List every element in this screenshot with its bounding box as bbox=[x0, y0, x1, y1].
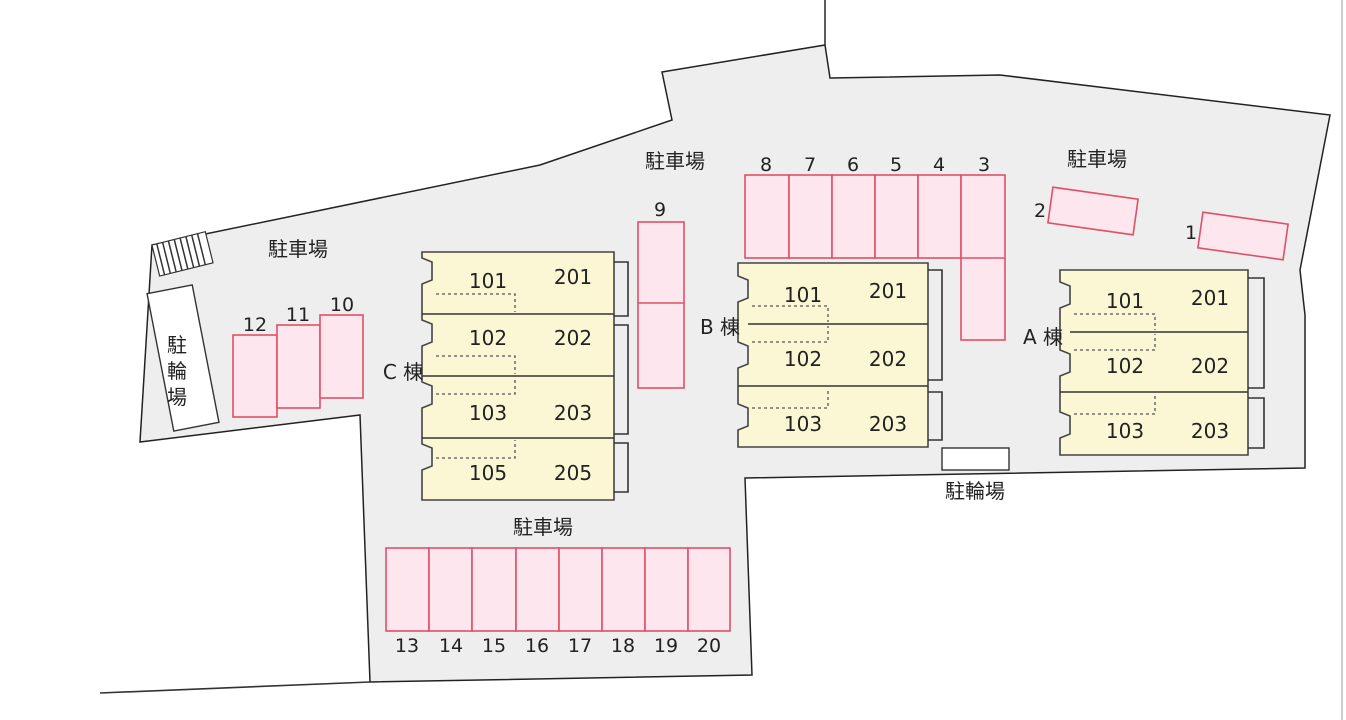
site-ground bbox=[139, 44, 1331, 683]
building-a-label: A 棟 bbox=[1023, 325, 1063, 349]
parking-label-left: 駐車場 bbox=[268, 237, 328, 261]
parking-label-right: 駐車場 bbox=[1067, 147, 1127, 171]
parking-space-19 bbox=[644, 547, 689, 632]
space-number: 1 bbox=[1185, 222, 1197, 244]
parking-left-row: 12 11 10 bbox=[232, 294, 364, 418]
parking-label-center: 駐車場 bbox=[645, 149, 705, 173]
parking-space-6 bbox=[831, 174, 876, 259]
bicycle-label-v2: 輪 bbox=[167, 359, 187, 383]
parking-space-20 bbox=[687, 547, 731, 632]
parking-space-10 bbox=[319, 314, 364, 399]
space-number: 17 bbox=[568, 635, 592, 657]
building-b-label: B 棟 bbox=[700, 315, 740, 339]
parking-space-5 bbox=[874, 174, 919, 259]
unit-a-103: 103 bbox=[1106, 419, 1144, 443]
space-number: 19 bbox=[654, 635, 678, 657]
building-a: 101 201 102 202 103 203 bbox=[1059, 269, 1265, 456]
parking-space-15 bbox=[471, 547, 517, 632]
unit-a-101: 101 bbox=[1106, 289, 1144, 313]
bicycle-label: 駐輪場 bbox=[945, 479, 1005, 503]
unit-b-101: 101 bbox=[784, 283, 822, 307]
parking-space-4 bbox=[917, 174, 962, 259]
unit-c-101: 101 bbox=[469, 269, 507, 293]
space-number: 10 bbox=[330, 294, 354, 316]
parking-space-12 bbox=[232, 334, 278, 418]
space-number: 7 bbox=[804, 154, 816, 176]
bicycle-parking-left: 駐 輪 場 bbox=[146, 284, 220, 432]
space-number: 14 bbox=[439, 635, 463, 657]
space-number: 6 bbox=[847, 154, 859, 176]
space-number: 15 bbox=[482, 635, 506, 657]
bicycle-label-v1: 駐 bbox=[167, 333, 187, 357]
unit-b-201: 201 bbox=[869, 279, 907, 303]
space-number: 4 bbox=[933, 154, 945, 176]
parking-space-8 bbox=[744, 174, 790, 259]
unit-a-102: 102 bbox=[1106, 354, 1144, 378]
space-number: 13 bbox=[395, 635, 419, 657]
unit-b-102: 102 bbox=[784, 347, 822, 371]
unit-c-202: 202 bbox=[554, 326, 592, 350]
space-number: 3 bbox=[978, 154, 990, 176]
unit-c-103: 103 bbox=[469, 401, 507, 425]
unit-c-105: 105 bbox=[469, 461, 507, 485]
space-number: 11 bbox=[286, 304, 310, 326]
unit-b-203: 203 bbox=[869, 412, 907, 436]
parking-label-bottom: 駐車場 bbox=[513, 515, 573, 539]
space-number: 5 bbox=[890, 154, 902, 176]
unit-c-205: 205 bbox=[554, 461, 592, 485]
building-b: 101 201 102 202 103 203 bbox=[737, 262, 943, 448]
space-number: 2 bbox=[1034, 200, 1046, 222]
unit-a-203: 203 bbox=[1191, 419, 1229, 443]
parking-right: 2 1 bbox=[1034, 186, 1289, 261]
parking-space-9: 9 bbox=[637, 199, 685, 389]
space-number: 16 bbox=[525, 635, 549, 657]
unit-a-202: 202 bbox=[1191, 354, 1229, 378]
unit-b-202: 202 bbox=[869, 347, 907, 371]
stairs bbox=[151, 230, 214, 277]
building-c: 101 201 102 202 103 203 105 205 bbox=[421, 251, 629, 501]
space-number: 18 bbox=[611, 635, 635, 657]
parking-bottom-row: 13 14 15 16 17 18 19 20 bbox=[385, 547, 731, 657]
bicycle-label-v3: 場 bbox=[167, 385, 187, 409]
unit-c-102: 102 bbox=[469, 326, 507, 350]
space-number: 20 bbox=[697, 635, 721, 657]
parking-space-2 bbox=[1047, 186, 1139, 236]
building-c-label: C 棟 bbox=[383, 360, 423, 384]
space-number: 12 bbox=[243, 314, 267, 336]
property-line-bottom bbox=[99, 681, 371, 694]
space-number: 8 bbox=[760, 154, 772, 176]
unit-a-201: 201 bbox=[1191, 286, 1229, 310]
parking-space-13 bbox=[385, 547, 430, 632]
unit-c-201: 201 bbox=[554, 265, 592, 289]
parking-space-16 bbox=[515, 547, 560, 632]
parking-space-17 bbox=[558, 547, 603, 632]
unit-c-203: 203 bbox=[554, 401, 592, 425]
parking-top-row: 8 7 6 5 4 3 bbox=[744, 154, 1006, 341]
bicycle-parking-right: 駐輪場 bbox=[941, 447, 1010, 503]
parking-space-7 bbox=[788, 174, 833, 259]
parking-space-14 bbox=[428, 547, 473, 632]
space-number: 9 bbox=[654, 199, 666, 221]
parking-space-1 bbox=[1197, 211, 1289, 261]
parking-space-18 bbox=[601, 547, 646, 632]
parking-space-11 bbox=[276, 324, 321, 409]
unit-b-103: 103 bbox=[784, 412, 822, 436]
